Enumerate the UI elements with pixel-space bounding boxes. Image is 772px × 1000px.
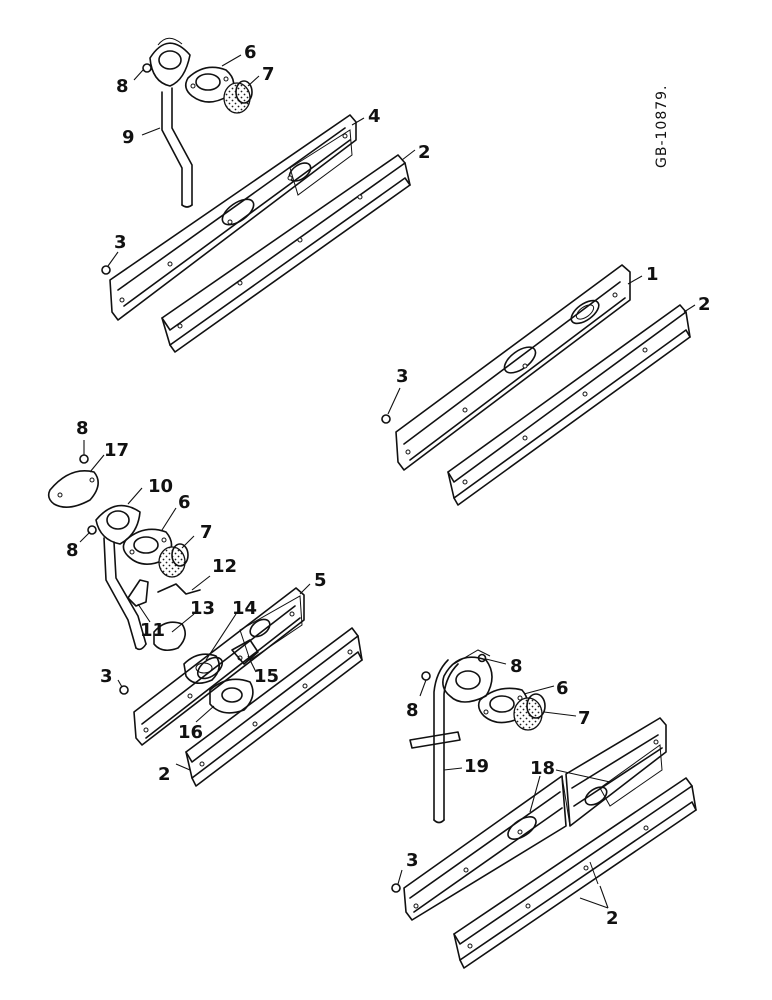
rocker-cover-18-split [403,717,667,921]
pipe-flange [149,37,191,87]
cover-gasket-2-bottom [453,777,697,969]
drawing-reference: GB-10879. [654,85,670,169]
callout-6-top: 6 [244,42,257,63]
pipe-flange-bottom [442,649,493,703]
top-assembly: 8 6 7 9 4 2 3 [101,37,431,353]
callout-8-bottom-left: 8 [406,700,419,721]
nut-3 [101,265,111,275]
callout-7-top: 7 [262,64,275,85]
callout-8-mid-top: 8 [76,418,89,439]
callout-11: 11 [140,620,165,641]
middle-right-assembly: 1 2 3 [381,264,711,506]
nut-3-bottom [391,883,401,893]
callout-16: 16 [178,722,203,743]
callout-8-bottom-upper: 8 [510,656,523,677]
gasket-14 [183,653,220,684]
callout-2-middle: 2 [698,294,711,315]
callout-3-lower-left: 3 [100,666,113,687]
nut-8-bottom-upper [477,653,487,663]
callout-1: 1 [646,264,659,285]
callout-6-bottom: 6 [556,678,569,699]
callout-4: 4 [368,106,381,127]
cover-gasket-2-middle [447,304,691,506]
callout-7-mid: 7 [200,522,213,543]
filter-element-7 [223,80,253,114]
blanking-plate-17 [47,470,99,508]
callout-13: 13 [190,598,215,619]
filter-element-7-bottom [513,693,546,731]
callout-2-bottom: 2 [606,908,619,929]
callout-19: 19 [464,756,489,777]
breather-pipe-flange-10 [95,504,147,651]
callout-2-top: 2 [418,142,431,163]
callout-17: 17 [104,440,129,461]
cover-gasket-2-lower-left [185,627,363,787]
bottom-right-assembly: 8 6 8 7 19 18 3 2 [391,649,697,969]
nut-3-middle [381,414,391,424]
nut-8-bottom-left [421,671,431,681]
callout-5: 5 [314,570,327,591]
cover-gasket-2-top [161,154,411,353]
plate-13 [153,621,186,652]
callout-3-top: 3 [114,232,127,253]
breather-pipe-9 [161,87,193,208]
middle-left-assembly: 8 17 10 6 8 7 12 11 13 14 5 3 15 16 2 [47,418,363,787]
callout-15: 15 [254,666,279,687]
rocker-cover-5 [133,587,305,746]
rocker-cover-1 [395,264,631,471]
nut-8-upper [79,454,89,464]
callout-18: 18 [530,758,555,779]
clip-11 [127,579,149,607]
callout-2-lower-left: 2 [158,764,171,785]
callout-9: 9 [122,127,135,148]
breather-pipe-19 [409,659,461,824]
cover-plate-16 [209,678,254,714]
callout-3-middle: 3 [396,366,409,387]
bracket-12 [157,583,201,595]
nut-8-lower [87,525,97,535]
part-15 [231,639,259,665]
callout-3-bottom: 3 [406,850,419,871]
callout-10: 10 [148,476,173,497]
callout-14: 14 [232,598,257,619]
callout-7-bottom: 7 [578,708,591,729]
nut-8 [142,63,152,73]
callout-8-mid: 8 [66,540,79,561]
callout-8-top: 8 [116,76,129,97]
callout-6-mid: 6 [178,492,191,513]
nut-3-lower-left [119,685,129,695]
filter-element-7-middle [158,543,189,578]
rocker-cover-4 [109,114,357,321]
callout-12: 12 [212,556,237,577]
